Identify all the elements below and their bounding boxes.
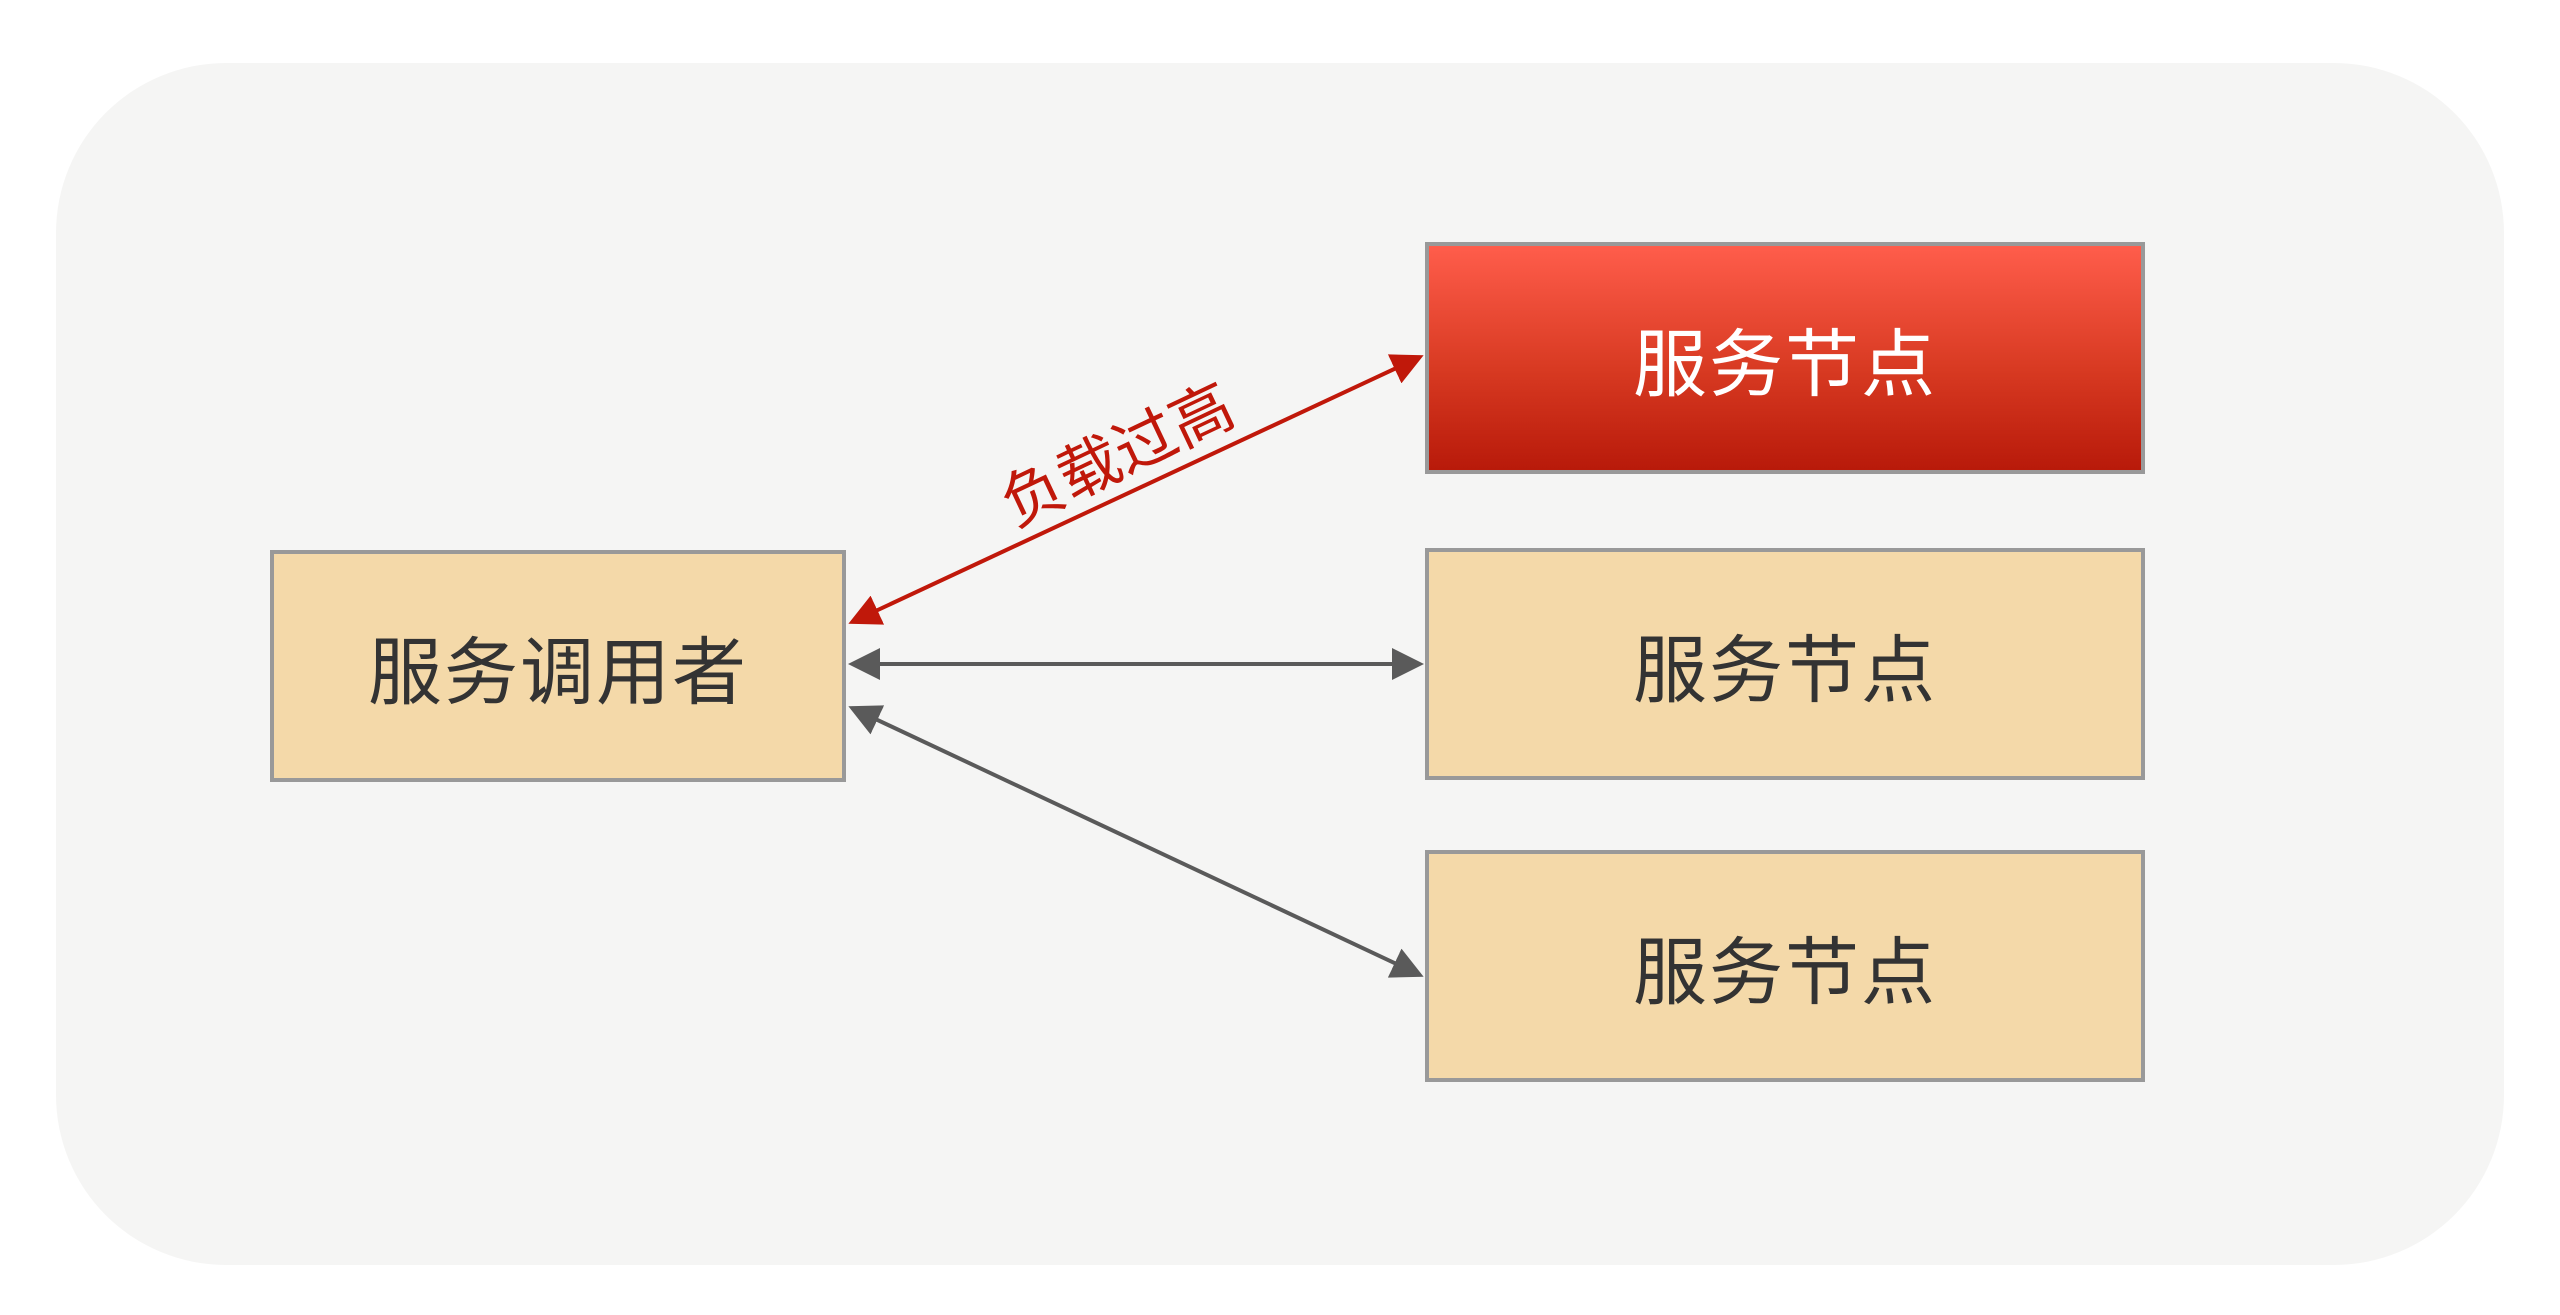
service-caller-label: 服务调用者 bbox=[368, 629, 748, 716]
service-node-label: 服务节点 bbox=[1633, 929, 1937, 1016]
service-node: 服务节点 bbox=[1425, 850, 2145, 1082]
service-node-overloaded: 服务节点 bbox=[1425, 242, 2145, 474]
service-node-label: 服务节点 bbox=[1633, 627, 1937, 714]
service-node-label: 服务节点 bbox=[1633, 321, 1937, 408]
service-caller-box: 服务调用者 bbox=[270, 550, 846, 782]
service-node: 服务节点 bbox=[1425, 548, 2145, 780]
